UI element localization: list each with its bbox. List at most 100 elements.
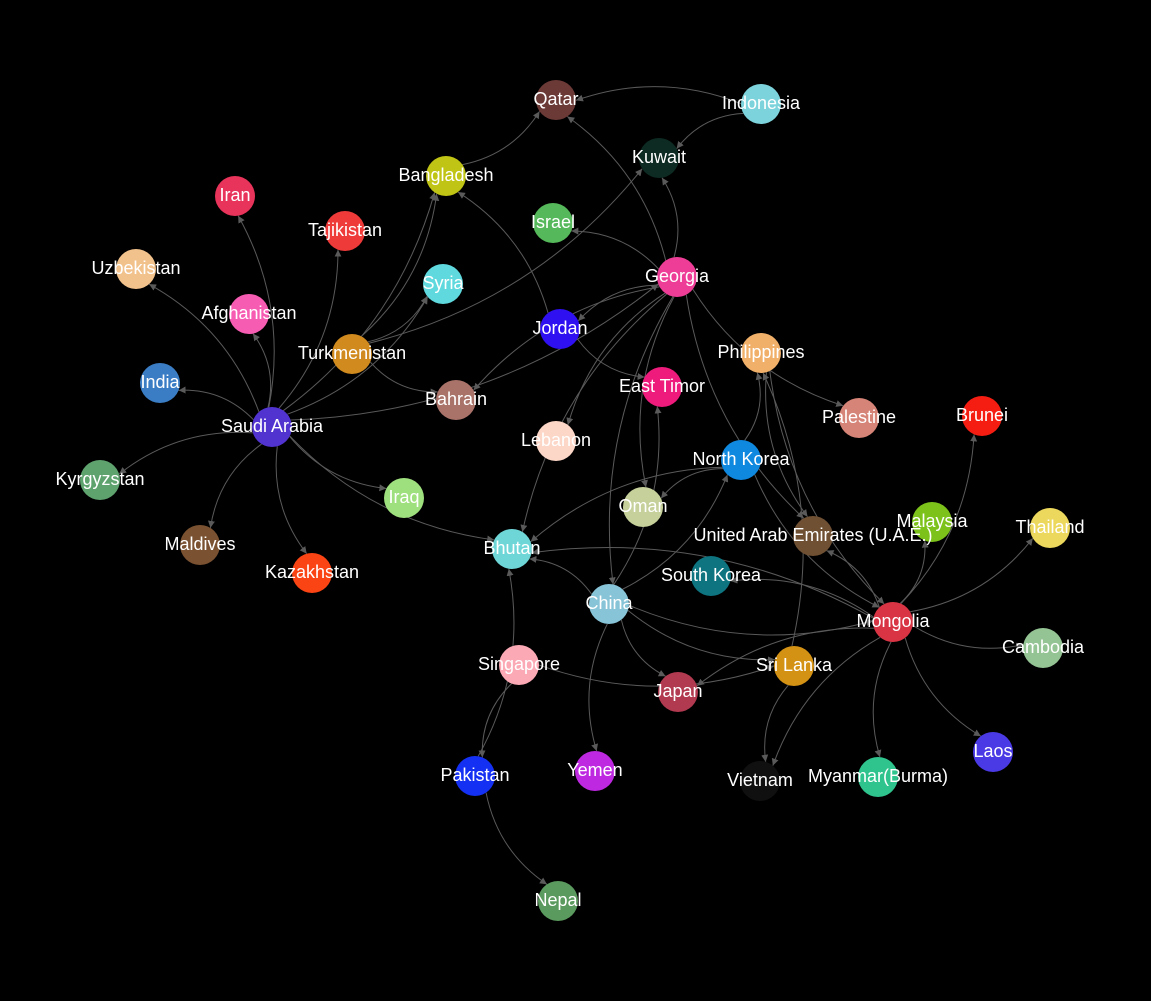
edge-pakistan-to-nepal <box>485 792 548 885</box>
node-circle-nepal[interactable] <box>538 881 578 921</box>
node-circle-brunei[interactable] <box>962 396 1002 436</box>
edge-saudi_arabia-to-syria <box>287 296 429 415</box>
edge-singapore-to-sri_lanka <box>538 664 775 687</box>
node-afghanistan[interactable]: Afghanistan <box>201 294 297 334</box>
edge-mongolia-to-laos <box>904 637 982 737</box>
node-circle-kuwait[interactable] <box>639 138 679 178</box>
node-circle-kazakhstan[interactable] <box>292 553 332 593</box>
node-circle-indonesia[interactable] <box>741 84 781 124</box>
node-sri_lanka[interactable]: Sri Lanka <box>756 646 833 686</box>
node-circle-iraq[interactable] <box>384 478 424 518</box>
node-uae[interactable]: United Arab Emirates (U.A.E.) <box>693 516 933 556</box>
node-circle-south_korea[interactable] <box>691 556 731 596</box>
node-malaysia[interactable]: Malaysia <box>896 502 968 542</box>
node-circle-kyrgyzstan[interactable] <box>80 460 120 500</box>
node-circle-uae[interactable] <box>793 516 833 556</box>
node-circle-jordan[interactable] <box>540 309 580 349</box>
edge-north_korea-to-bhutan <box>530 466 723 543</box>
node-circle-singapore[interactable] <box>499 645 539 685</box>
node-circle-laos[interactable] <box>973 732 1013 772</box>
node-circle-uzbekistan[interactable] <box>116 249 156 289</box>
node-circle-lebanon[interactable] <box>536 421 576 461</box>
node-bangladesh[interactable]: Bangladesh <box>398 156 494 196</box>
node-palestine[interactable]: Palestine <box>822 398 896 438</box>
node-circle-vietnam[interactable] <box>740 761 780 801</box>
node-china[interactable]: China <box>585 584 634 624</box>
node-circle-iran[interactable] <box>215 176 255 216</box>
node-uzbekistan[interactable]: Uzbekistan <box>91 249 181 289</box>
node-israel[interactable]: Israel <box>531 203 575 243</box>
node-cambodia[interactable]: Cambodia <box>1002 628 1085 668</box>
node-yemen[interactable]: Yemen <box>567 751 623 791</box>
node-philippines[interactable]: Philippines <box>717 333 805 373</box>
edge-china-to-mongolia <box>628 604 874 636</box>
node-vietnam[interactable]: Vietnam <box>727 761 793 801</box>
node-circle-maldives[interactable] <box>180 525 220 565</box>
node-georgia[interactable]: Georgia <box>645 257 710 297</box>
node-circle-israel[interactable] <box>533 203 573 243</box>
node-circle-saudi_arabia[interactable] <box>252 407 292 447</box>
node-circle-afghanistan[interactable] <box>229 294 269 334</box>
node-japan[interactable]: Japan <box>653 672 703 712</box>
node-circle-oman[interactable] <box>623 487 663 527</box>
node-circle-north_korea[interactable] <box>721 440 761 480</box>
node-circle-japan[interactable] <box>658 672 698 712</box>
edge-georgia-to-kuwait <box>661 177 679 258</box>
node-circle-cambodia[interactable] <box>1023 628 1063 668</box>
edge-georgia-to-china <box>608 296 674 585</box>
node-indonesia[interactable]: Indonesia <box>722 84 801 124</box>
node-tajikistan[interactable]: Tajikistan <box>308 211 382 251</box>
node-brunei[interactable]: Brunei <box>956 396 1008 436</box>
node-circle-qatar[interactable] <box>536 80 576 120</box>
node-turkmenistan[interactable]: Turkmenistan <box>298 334 406 374</box>
node-india[interactable]: India <box>140 363 180 403</box>
node-circle-bangladesh[interactable] <box>426 156 466 196</box>
node-circle-india[interactable] <box>140 363 180 403</box>
node-circle-philippines[interactable] <box>741 333 781 373</box>
node-circle-thailand[interactable] <box>1030 508 1070 548</box>
edge-mongolia-to-malaysia <box>899 540 929 604</box>
node-circle-turkmenistan[interactable] <box>332 334 372 374</box>
node-bhutan[interactable]: Bhutan <box>483 529 541 569</box>
node-saudi_arabia[interactable]: Saudi Arabia <box>221 407 324 447</box>
node-kazakhstan[interactable]: Kazakhstan <box>265 553 359 593</box>
node-thailand[interactable]: Thailand <box>1015 508 1085 548</box>
edge-bangladesh-to-qatar <box>462 111 540 166</box>
node-nepal[interactable]: Nepal <box>534 881 582 921</box>
node-singapore[interactable]: Singapore <box>478 645 560 685</box>
node-circle-palestine[interactable] <box>839 398 879 438</box>
node-circle-syria[interactable] <box>423 264 463 304</box>
node-circle-georgia[interactable] <box>657 257 697 297</box>
node-circle-east_timor[interactable] <box>642 367 682 407</box>
node-pakistan[interactable]: Pakistan <box>440 756 510 796</box>
node-myanmar[interactable]: Myanmar(Burma) <box>808 757 948 797</box>
node-oman[interactable]: Oman <box>618 487 668 527</box>
node-syria[interactable]: Syria <box>422 264 464 304</box>
node-circle-china[interactable] <box>589 584 629 624</box>
node-circle-myanmar[interactable] <box>858 757 898 797</box>
edge-saudi_arabia-to-iran <box>237 215 275 408</box>
node-circle-bhutan[interactable] <box>492 529 532 569</box>
node-maldives[interactable]: Maldives <box>164 525 236 565</box>
node-circle-yemen[interactable] <box>575 751 615 791</box>
node-lebanon[interactable]: Lebanon <box>521 421 591 461</box>
node-south_korea[interactable]: South Korea <box>661 556 762 596</box>
node-north_korea[interactable]: North Korea <box>692 440 791 480</box>
node-kyrgyzstan[interactable]: Kyrgyzstan <box>55 460 145 500</box>
node-circle-bahrain[interactable] <box>436 380 476 420</box>
node-circle-malaysia[interactable] <box>912 502 952 542</box>
node-jordan[interactable]: Jordan <box>532 309 588 349</box>
node-circle-tajikistan[interactable] <box>325 211 365 251</box>
node-circle-sri_lanka[interactable] <box>774 646 814 686</box>
node-iraq[interactable]: Iraq <box>384 478 424 518</box>
node-circle-mongolia[interactable] <box>873 602 913 642</box>
node-laos[interactable]: Laos <box>973 732 1013 772</box>
edge-saudi_arabia-to-kazakhstan <box>275 446 308 555</box>
node-circle-pakistan[interactable] <box>455 756 495 796</box>
edge-georgia-to-qatar <box>566 116 667 261</box>
edge-philippines-to-mongolia <box>769 370 885 605</box>
node-qatar[interactable]: Qatar <box>533 80 579 120</box>
node-iran[interactable]: Iran <box>215 176 255 216</box>
